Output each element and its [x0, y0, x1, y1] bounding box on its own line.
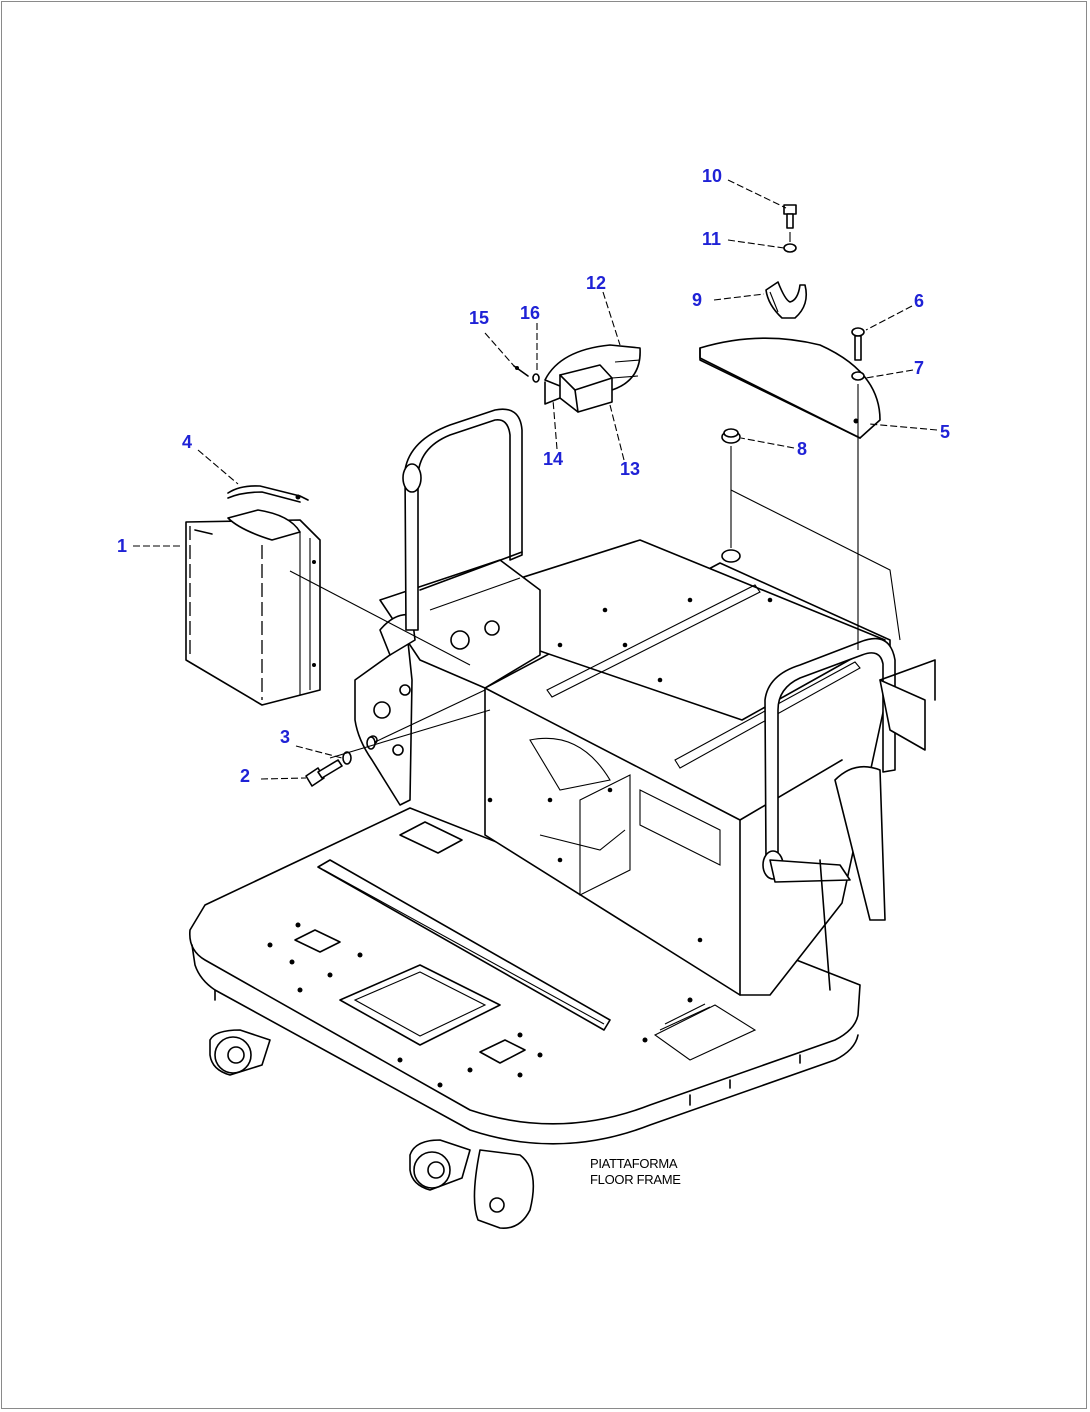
leader-lines	[133, 179, 938, 780]
side-bracket	[354, 613, 416, 806]
part-14-duct-bracket	[544, 381, 561, 405]
callout-14: 14	[543, 449, 563, 469]
part-7-washer	[851, 371, 865, 381]
callout-8: 8	[797, 439, 807, 459]
callout-10: 10	[702, 166, 722, 186]
part-8-mount	[721, 428, 741, 563]
callout-labels: 1 2 3 4 5 6 7 8 9 10 11 12 13 14 15 16	[117, 166, 950, 786]
caption-italian: PIATTAFORMA	[590, 1156, 678, 1171]
callout-11: 11	[702, 229, 721, 249]
caption-english: FLOOR FRAME	[590, 1172, 681, 1187]
handrail-right	[762, 637, 936, 991]
part-10-screw	[783, 204, 797, 229]
callout-7: 7	[914, 358, 924, 378]
callout-12: 12	[586, 273, 606, 293]
part-15-screw	[513, 365, 529, 377]
callout-13: 13	[620, 459, 640, 479]
handrail-left	[402, 408, 523, 631]
part-9-clamp	[765, 281, 808, 319]
callout-5: 5	[940, 422, 950, 442]
part-11-washer	[783, 243, 797, 253]
callout-2: 2	[240, 766, 250, 786]
callout-9: 9	[692, 290, 702, 310]
caption: PIATTAFORMA FLOOR FRAME	[590, 1156, 682, 1187]
part-1-cover	[185, 509, 321, 706]
assembly-lines	[289, 232, 901, 759]
part-6-bolt	[851, 327, 865, 361]
part-5-bracket	[699, 337, 881, 439]
callout-15: 15	[469, 308, 489, 328]
callout-4: 4	[182, 432, 192, 452]
callout-6: 6	[914, 291, 924, 311]
callout-1: 1	[117, 536, 127, 556]
floor-plate	[188, 807, 861, 1145]
part-2-bolt	[305, 759, 343, 787]
callout-16: 16	[520, 303, 540, 323]
part-4-plate	[227, 485, 309, 503]
caster-wheels	[209, 1029, 535, 1229]
callout-3: 3	[280, 727, 290, 747]
part-16-washer	[532, 373, 540, 383]
